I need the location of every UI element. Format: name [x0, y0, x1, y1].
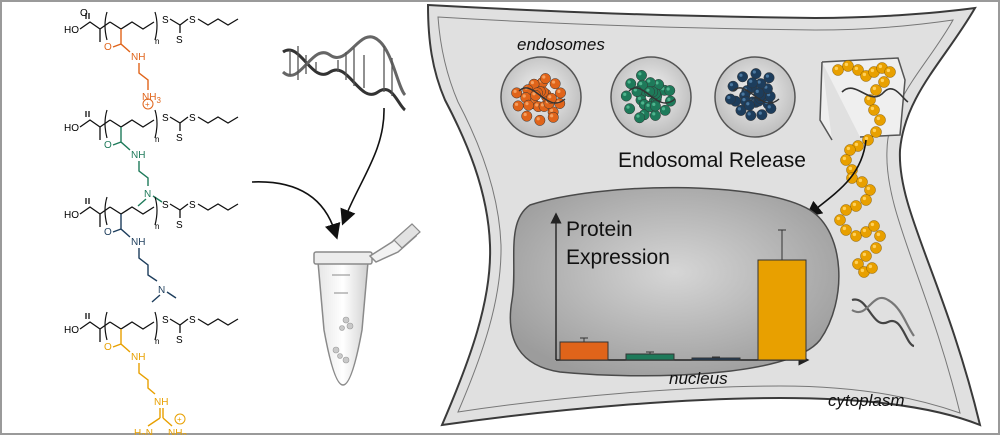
nh-label: NH — [131, 237, 145, 248]
guanidine-nh2-label: NH2 — [168, 428, 187, 435]
thione-s-label: S — [176, 220, 183, 231]
thione-s-label: S — [176, 35, 183, 46]
charge-plus: + — [177, 415, 182, 424]
error-bar — [778, 229, 786, 260]
ammonium-label: NH3 — [142, 92, 161, 105]
gold-polymer-free — [834, 172, 886, 278]
bar — [625, 353, 675, 361]
sulfur-label-2: S — [189, 113, 196, 124]
error-bar — [712, 356, 720, 358]
nh-label: NH — [131, 52, 145, 63]
sulfur-label: S — [162, 15, 169, 26]
dna-helix-icon — [281, 35, 407, 112]
endosomes-label: endosomes — [517, 35, 605, 54]
carbonyl-o-label: O — [80, 8, 88, 19]
thione-s-label: S — [176, 133, 183, 144]
green-polyplex — [620, 69, 676, 124]
release-arrow — [805, 139, 867, 217]
ho-label: HO — [64, 25, 79, 36]
guanidine-nh-label: NH — [154, 397, 168, 408]
cell-membrane-inner — [437, 16, 961, 414]
free-dna-icon — [851, 296, 915, 348]
sulfur-label: S — [162, 113, 169, 124]
sulfur-label-2: S — [189, 315, 196, 326]
released-dna-icon — [841, 87, 909, 103]
bar — [757, 259, 807, 361]
ylabel-expression: Expression — [566, 246, 670, 269]
protein-expression-chart: Protein Expression nucleus — [550, 212, 810, 388]
xlabel-nucleus: nucleus — [669, 369, 728, 388]
polymer-dimethylaminoethyl: HO n S S S O NH N — [64, 109, 239, 207]
guanidine-h2n-label: H2N — [134, 428, 153, 435]
sulfur-label: S — [162, 315, 169, 326]
sulfur-label-2: S — [189, 200, 196, 211]
amide-o-label: O — [104, 42, 112, 53]
amine-n-label: N — [144, 189, 151, 200]
ho-label: HO — [64, 325, 79, 336]
repeat-n: n — [155, 37, 159, 46]
cytoplasm-label: cytoplasm — [828, 391, 905, 410]
repeat-n: n — [155, 222, 159, 231]
gold-polymer-release — [832, 60, 896, 176]
ylabel-protein: Protein — [566, 218, 633, 241]
endosomal-release-label: Endosomal Release — [618, 149, 806, 172]
thione-s-label: S — [176, 335, 183, 346]
charge-plus: + — [145, 100, 150, 109]
polymer-structures: HO O n S S S O NH NH3 + HO — [64, 8, 239, 435]
nh-label: NH — [131, 352, 145, 363]
polymer-dimethylaminopropyl: HO n S S S O NH N — [64, 196, 239, 303]
polymer-guanidinopropyl: HO n S S S O NH NH H2N NH2 + — [64, 311, 239, 435]
sulfur-label: S — [162, 200, 169, 211]
ho-label: HO — [64, 123, 79, 134]
repeat-n: n — [155, 135, 159, 144]
error-bar — [646, 351, 654, 354]
error-bar — [580, 337, 588, 342]
navy-polyplex — [724, 68, 780, 121]
orange-polyplex — [511, 73, 566, 126]
repeat-n: n — [155, 337, 159, 346]
polymer-arrow — [251, 181, 341, 240]
bar — [559, 341, 609, 361]
amide-o-label: O — [104, 342, 112, 353]
eppendorf-tube-icon — [313, 223, 421, 386]
amine-n-label: N — [158, 285, 165, 296]
ho-label: HO — [64, 210, 79, 221]
bar — [691, 357, 741, 361]
nh-label: NH — [131, 150, 145, 161]
amide-o-label: O — [104, 140, 112, 151]
endosomes — [500, 56, 909, 278]
nucleus-body — [509, 186, 840, 377]
sulfur-label-2: S — [189, 15, 196, 26]
dna-arrow — [340, 107, 385, 226]
polymer-aminoethyl: HO O n S S S O NH NH3 + — [64, 8, 239, 110]
amide-o-label: O — [104, 227, 112, 238]
